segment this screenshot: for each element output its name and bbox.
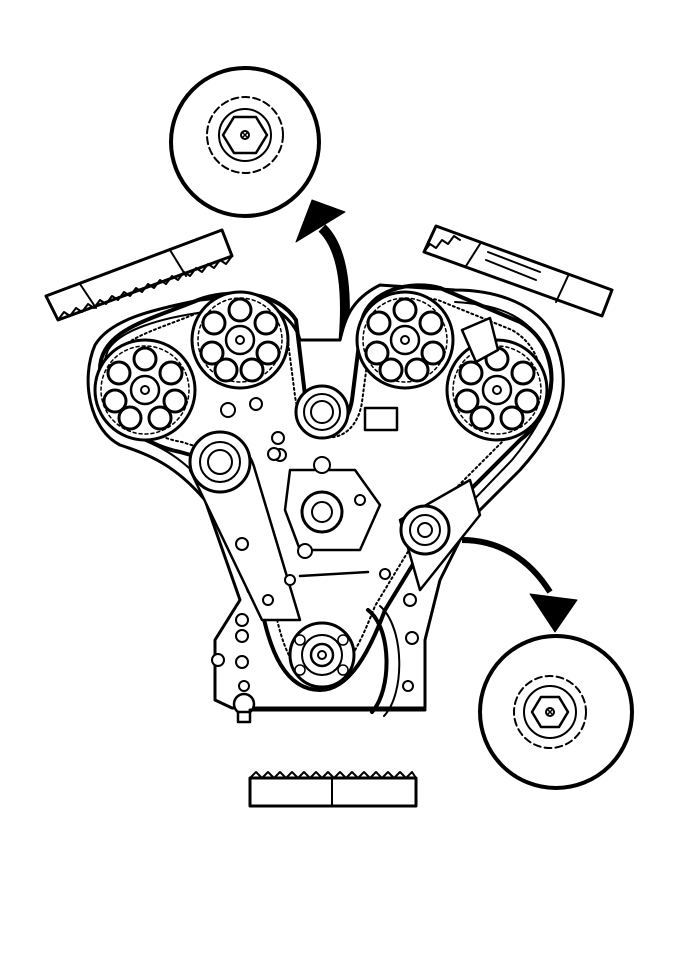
- belt-section-bottom: [248, 771, 418, 808]
- timing-mark-bracket: [460, 316, 500, 364]
- camshaft-sprocket-right-rear: [445, 338, 549, 442]
- camshaft-sprocket-left-front: [190, 290, 290, 390]
- crank-bolt-stack: [232, 692, 256, 724]
- rotation-arrow-tensioner: [461, 537, 578, 633]
- engine-id-plate: [363, 406, 399, 432]
- idler-pulley-center: [294, 384, 350, 440]
- tensioner-arm-left: [188, 430, 302, 622]
- belt-section-left: [44, 228, 234, 322]
- water-pump: [273, 448, 382, 559]
- camshaft-sprocket-left-rear: [93, 338, 197, 442]
- mounting-bolts: [211, 397, 419, 692]
- detail-view-tensioner: [478, 634, 634, 790]
- crankshaft-sprocket: [288, 605, 401, 717]
- belt-section-right: [422, 224, 614, 318]
- detail-view-left-camshaft: [169, 66, 321, 218]
- tensioner-pulley-right: [398, 478, 482, 592]
- camshaft-sprocket-right-front: [355, 290, 455, 390]
